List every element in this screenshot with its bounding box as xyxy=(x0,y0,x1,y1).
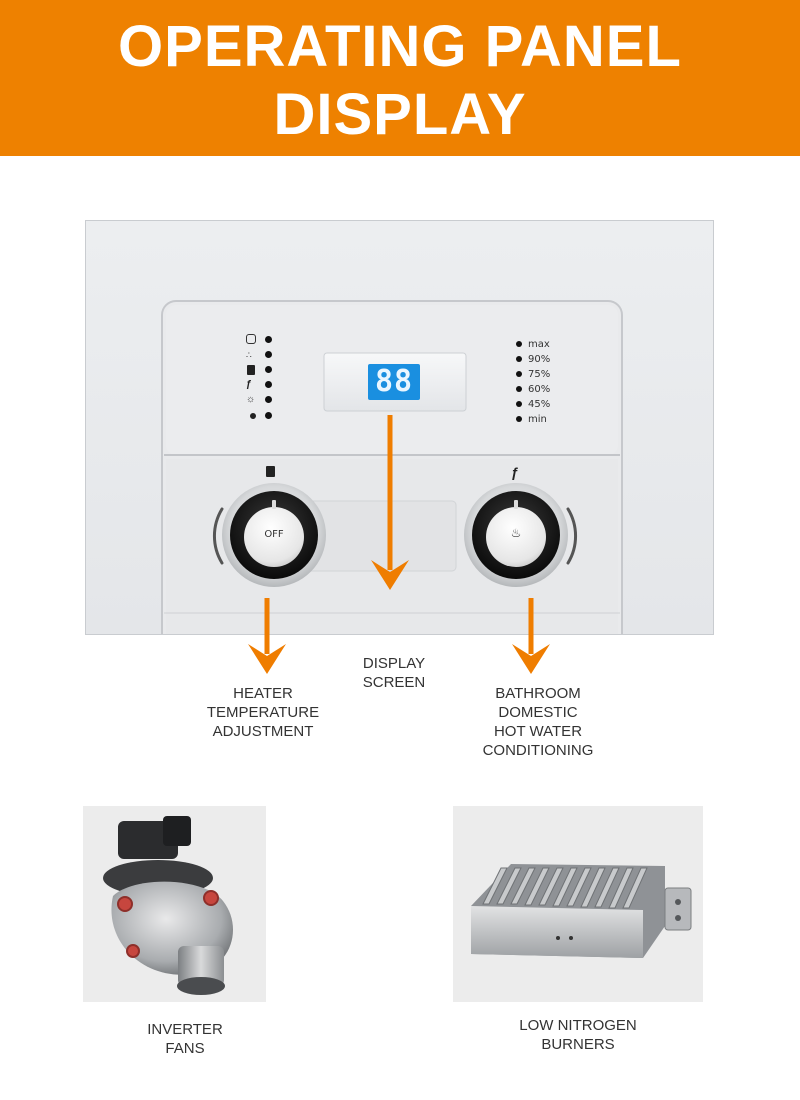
level-row: 90% xyxy=(516,354,550,366)
led xyxy=(265,396,272,403)
led xyxy=(265,336,272,343)
level-row: max xyxy=(516,339,550,351)
level-row: 45% xyxy=(516,399,550,411)
led xyxy=(265,351,272,358)
label-line: LOW NITROGEN xyxy=(519,1017,637,1034)
flame-icon: ♨ xyxy=(510,526,522,540)
led xyxy=(516,401,522,407)
level-row: min xyxy=(516,414,547,426)
label-line: FANS xyxy=(165,1040,205,1057)
heater-temperature-knob[interactable] xyxy=(208,481,332,589)
digital-display xyxy=(368,364,420,400)
level-label: min xyxy=(528,414,547,425)
radiator-icon xyxy=(247,365,255,375)
level-label: 75% xyxy=(528,369,551,380)
dots-icon: ∴ xyxy=(246,350,252,360)
led xyxy=(516,341,522,347)
lock-icon xyxy=(246,334,256,344)
fan-illustration xyxy=(103,816,233,995)
arrow-heater xyxy=(248,598,286,674)
mode-indicators: ∴ ƒ ☼ xyxy=(246,334,286,426)
inverter-fan-photo xyxy=(83,806,266,1002)
knob-off-label: OFF xyxy=(264,529,284,540)
inverter-fans-label: INVERTER FANS xyxy=(120,1020,250,1058)
label-line: SCREEN xyxy=(362,674,426,691)
level-label: 45% xyxy=(528,399,551,410)
level-label: 60% xyxy=(528,384,551,395)
arrow-bathroom xyxy=(512,598,550,674)
tap-icon: ƒ xyxy=(246,379,252,390)
heater-temperature-label: HEATER TEMPERATURE ADJUSTMENT xyxy=(193,684,333,741)
arrow-display xyxy=(371,415,409,590)
low-nitrogen-burner-photo xyxy=(453,806,703,1002)
label-line: HOT WATER xyxy=(493,723,583,740)
label-line: ADJUSTMENT xyxy=(212,723,314,740)
label-line: TEMPERATURE xyxy=(206,704,320,721)
led xyxy=(516,416,522,422)
label-line: CONDITIONING xyxy=(482,742,594,759)
led xyxy=(250,413,256,419)
label-line: BURNERS xyxy=(541,1036,615,1053)
hot-water-knob[interactable] xyxy=(458,481,582,589)
label-line: DOMESTIC xyxy=(498,704,578,721)
bathroom-hot-water-label: BATHROOM DOMESTIC HOT WATER CONDITIONING xyxy=(463,684,613,760)
label-line: DISPLAY xyxy=(362,655,426,672)
title-line-2: DISPLAY xyxy=(273,82,527,147)
radiator-icon xyxy=(266,466,275,477)
sun-icon: ☼ xyxy=(246,394,256,405)
display-digits: 88 xyxy=(374,364,414,399)
level-row: 60% xyxy=(516,384,550,396)
led xyxy=(516,386,522,392)
display-screen-label: DISPLAY SCREEN xyxy=(344,654,444,692)
title-line-1: OPERATING PANEL xyxy=(118,14,682,79)
led xyxy=(265,381,272,388)
label-line: HEATER xyxy=(233,685,293,702)
title-banner: OPERATING PANEL DISPLAY xyxy=(0,0,800,156)
burner-illustration xyxy=(471,864,692,958)
led xyxy=(516,371,522,377)
led xyxy=(516,356,522,362)
led xyxy=(265,366,272,373)
led xyxy=(265,412,272,419)
level-label: 90% xyxy=(528,354,551,365)
tap-icon: ƒ xyxy=(511,464,519,480)
label-line: INVERTER xyxy=(147,1021,223,1038)
low-nitrogen-burners-label: LOW NITROGEN BURNERS xyxy=(493,1016,663,1054)
power-level-indicators: max 90% 75% 60% 45% min xyxy=(516,339,576,431)
level-label: max xyxy=(528,339,550,350)
level-row: 75% xyxy=(516,369,550,381)
label-line: BATHROOM xyxy=(495,685,581,702)
